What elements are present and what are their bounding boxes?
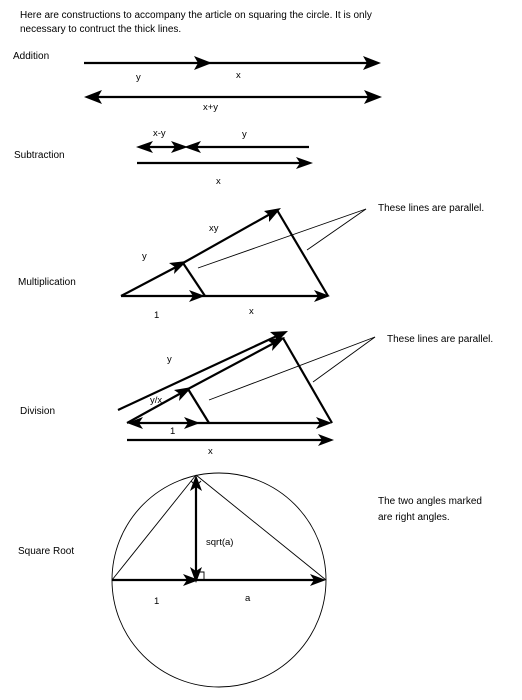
multiplication-xy-segment xyxy=(182,212,273,264)
square-root-top-arrowhead xyxy=(190,475,202,491)
square-root-construction: Square Root sqrt(a) 1 a The two angles m… xyxy=(18,472,482,688)
division-parallel-short xyxy=(187,388,210,424)
multiplication-y-segment xyxy=(120,265,179,297)
division-yx-arrowhead xyxy=(174,387,192,401)
intro-line-1: Here are constructions to accompany the … xyxy=(20,10,372,21)
multiplication-parallel-long xyxy=(276,209,329,297)
multiplication-pointer-1 xyxy=(197,208,367,269)
addition-y-arrowhead xyxy=(194,56,212,70)
square-root-a-arrowhead xyxy=(310,574,326,586)
square-root-chord-right xyxy=(195,474,327,581)
square-root-bottom-arrowhead xyxy=(190,567,202,583)
division-base-right-arrowhead xyxy=(316,417,332,429)
division-title: Division xyxy=(20,406,55,417)
multiplication-label-xy: xy xyxy=(209,223,219,234)
division-construction: Division y y/x 1 x These lines are paral… xyxy=(20,331,493,457)
division-label-x: x xyxy=(208,446,213,457)
addition-construction: Addition y x x+y xyxy=(13,51,382,113)
division-label-1: 1 xyxy=(170,426,175,437)
division-unit-arrowhead xyxy=(184,417,200,429)
multiplication-note: These lines are parallel. xyxy=(378,203,484,214)
division-pointer-2 xyxy=(312,336,376,383)
division-y-copy-segment xyxy=(187,341,277,390)
multiplication-label-x: x xyxy=(249,306,254,317)
subtraction-construction: Subtraction x-y y x xyxy=(14,128,313,187)
subtraction-diff-right-arrowhead xyxy=(171,141,188,153)
addition-sum-left-arrowhead xyxy=(84,90,102,104)
subtraction-title: Subtraction xyxy=(14,150,65,161)
subtraction-label-diff: x-y xyxy=(153,128,166,139)
subtraction-y-arrowhead xyxy=(184,141,201,153)
division-label-y: y xyxy=(167,354,172,365)
square-root-note-line-1: The two angles marked xyxy=(378,496,482,507)
multiplication-title: Multiplication xyxy=(18,277,76,288)
multiplication-pointer-2 xyxy=(306,208,367,251)
square-root-label-1: 1 xyxy=(154,596,159,607)
square-root-note-line-2: are right angles. xyxy=(378,512,450,523)
addition-x-arrowhead xyxy=(363,56,381,70)
multiplication-x-arrowhead xyxy=(314,290,330,302)
addition-label-sum: x+y xyxy=(203,102,218,113)
subtraction-label-x: x xyxy=(216,176,221,187)
division-x-arrowhead xyxy=(318,434,334,446)
multiplication-construction: Multiplication xy y 1 x These lines are … xyxy=(18,203,484,321)
square-root-label-a: a xyxy=(245,593,251,604)
subtraction-x-arrowhead xyxy=(296,157,313,169)
addition-label-x: x xyxy=(236,70,241,81)
multiplication-unit-arrowhead xyxy=(189,290,205,302)
intro-line-2: necessary to contruct the thick lines. xyxy=(20,24,181,35)
subtraction-label-y: y xyxy=(242,129,247,140)
square-root-right-angle-top xyxy=(190,480,202,487)
division-note: These lines are parallel. xyxy=(387,334,493,345)
division-y-segment xyxy=(117,334,280,411)
square-root-label-sqrt: sqrt(a) xyxy=(206,537,233,548)
division-base-left-arrowhead xyxy=(127,417,143,429)
multiplication-label-1: 1 xyxy=(154,310,159,321)
multiplication-y-arrowhead xyxy=(169,261,187,274)
subtraction-diff-left-arrowhead xyxy=(136,141,153,153)
square-root-right-angle-base xyxy=(196,571,205,580)
division-yx-segment xyxy=(126,391,184,424)
multiplication-label-y: y xyxy=(142,251,147,262)
square-root-unit-arrowhead xyxy=(183,574,199,586)
division-pointer-1 xyxy=(208,336,376,401)
division-y-copy-arrowhead xyxy=(267,337,285,351)
division-label-yx: y/x xyxy=(150,395,162,406)
addition-title: Addition xyxy=(13,51,49,62)
division-y-arrowhead xyxy=(270,331,288,344)
square-root-title: Square Root xyxy=(18,546,74,557)
division-parallel-long xyxy=(282,337,333,424)
addition-sum-right-arrowhead xyxy=(364,90,382,104)
square-root-chord-left xyxy=(111,474,197,581)
multiplication-parallel-short xyxy=(182,262,206,297)
addition-label-y: y xyxy=(136,72,141,83)
